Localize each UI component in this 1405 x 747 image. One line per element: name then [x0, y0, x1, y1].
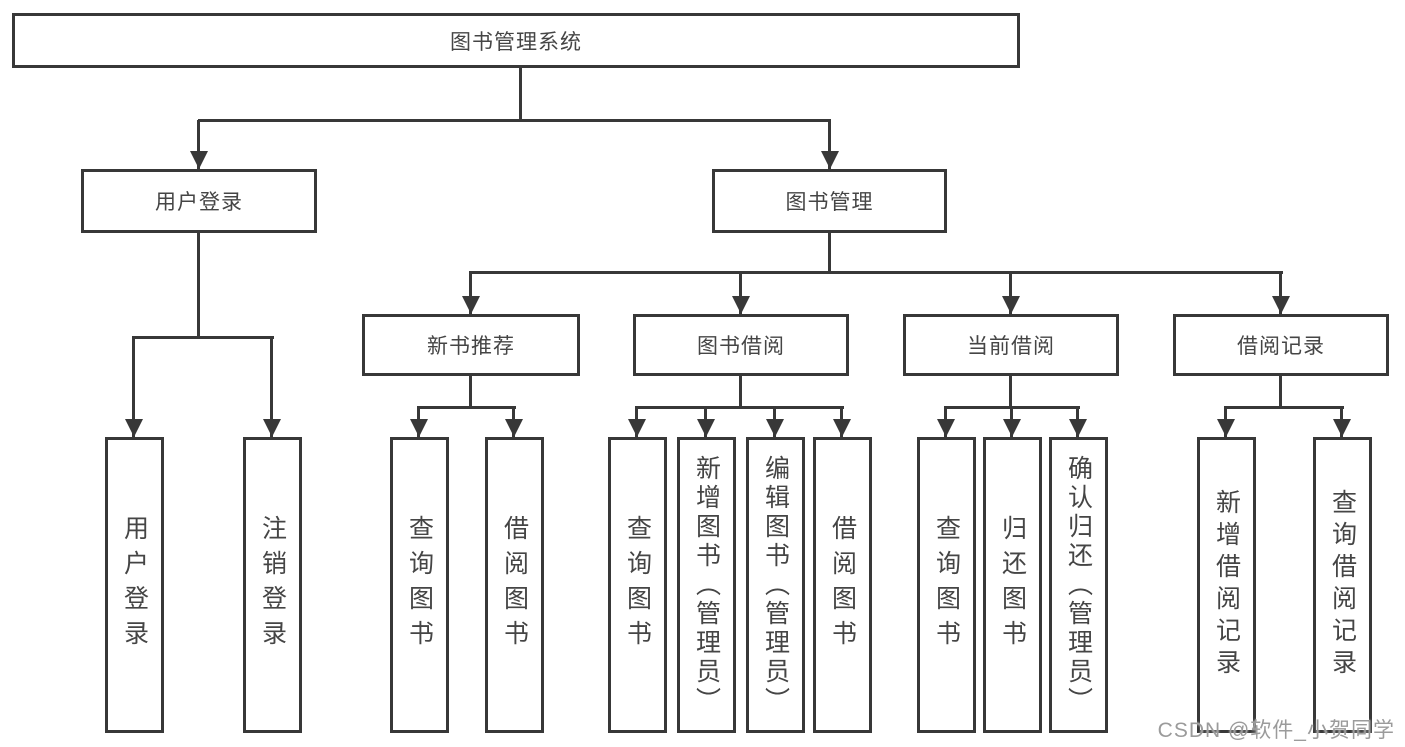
arrow-down-icon: [125, 419, 143, 437]
connector-line: [1279, 376, 1282, 407]
arrow-down-icon: [1069, 419, 1087, 437]
connector-line: [132, 336, 274, 339]
connector-line: [1279, 272, 1282, 314]
arrow-down-icon: [732, 296, 750, 314]
arrow-down-icon: [1272, 296, 1290, 314]
arrow-down-icon: [766, 419, 784, 437]
connector-line: [739, 272, 742, 314]
node-borrow-record: 借阅记录: [1173, 314, 1389, 376]
leaf-query-books-current: 查询图书: [917, 437, 976, 733]
connector-line: [469, 376, 472, 407]
arrow-down-icon: [833, 419, 851, 437]
leaf-edit-books-admin: 编辑图书（管理员）: [746, 437, 805, 733]
connector-line: [198, 119, 831, 122]
connector-line: [417, 406, 516, 409]
connector-line: [197, 120, 200, 169]
leaf-query-books-recommend: 查询图书: [390, 437, 449, 733]
leaf-add-borrow-record: 新增借阅记录: [1197, 437, 1256, 733]
node-library-management-system: 图书管理系统: [12, 13, 1020, 68]
arrow-down-icon: [1217, 419, 1235, 437]
leaf-return-books: 归还图书: [983, 437, 1042, 733]
arrow-down-icon: [821, 151, 839, 169]
node-book-management: 图书管理: [712, 169, 947, 233]
leaf-logout: 注销登录: [243, 437, 302, 733]
arrow-down-icon: [628, 419, 646, 437]
connector-line: [635, 406, 844, 409]
leaf-user-login: 用户登录: [105, 437, 164, 733]
node-user-login: 用户登录: [81, 169, 317, 233]
arrow-down-icon: [462, 296, 480, 314]
connector-line: [1224, 406, 1344, 409]
connector-line: [469, 271, 1283, 274]
csdn-watermark: CSDN @软件_小贺同学: [1157, 719, 1395, 742]
arrow-down-icon: [697, 419, 715, 437]
connector-line: [270, 337, 273, 437]
connector-line: [828, 120, 831, 169]
connector-line: [1009, 376, 1012, 407]
connector-line: [469, 272, 472, 314]
arrow-down-icon: [190, 151, 208, 169]
arrow-down-icon: [263, 419, 281, 437]
arrow-down-icon: [1333, 419, 1351, 437]
arrow-down-icon: [937, 419, 955, 437]
connector-line: [828, 232, 831, 272]
connector-line: [1009, 272, 1012, 314]
connector-line: [739, 376, 742, 407]
connector-line: [197, 232, 200, 337]
leaf-add-books-admin: 新增图书（管理员）: [677, 437, 736, 733]
leaf-borrow-books: 借阅图书: [813, 437, 872, 733]
node-new-book-recommend: 新书推荐: [362, 314, 580, 376]
node-book-borrow: 图书借阅: [633, 314, 849, 376]
leaf-query-books-borrow: 查询图书: [608, 437, 667, 733]
leaf-query-borrow-record: 查询借阅记录: [1313, 437, 1372, 733]
connector-line: [519, 68, 522, 120]
leaf-borrow-books-recommend: 借阅图书: [485, 437, 544, 733]
node-current-borrow: 当前借阅: [903, 314, 1119, 376]
arrow-down-icon: [1002, 296, 1020, 314]
arrow-down-icon: [505, 419, 523, 437]
arrow-down-icon: [410, 419, 428, 437]
leaf-confirm-return-admin: 确认归还（管理员）: [1049, 437, 1108, 733]
arrow-down-icon: [1003, 419, 1021, 437]
connector-line: [132, 337, 135, 437]
